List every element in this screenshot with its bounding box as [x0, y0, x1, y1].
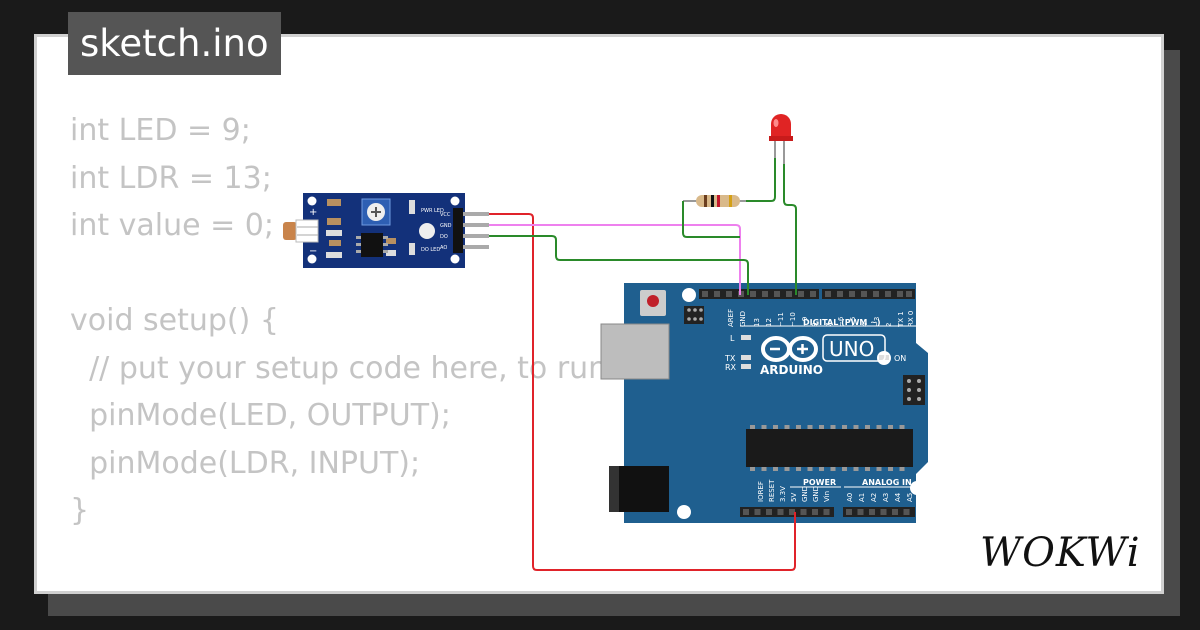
digital-pin-label: ~9: [801, 317, 809, 327]
digital-header-left: [699, 289, 819, 299]
digital-pin-label: ~10: [789, 312, 797, 327]
svg-text:−: −: [309, 246, 317, 257]
power-pin-label: RESET: [768, 479, 776, 502]
digital-header-right: [822, 289, 915, 299]
code-line: pinMode(LDR, INPUT);: [70, 445, 421, 481]
code-line: int LED = 9;: [70, 113, 251, 148]
wires: [489, 158, 797, 571]
digital-pin-label: 13: [753, 318, 761, 327]
analog-label: ANALOG IN: [862, 478, 912, 487]
power-pin-label: 5V: [790, 493, 798, 502]
wire-resistor-gnd[interactable]: [682, 201, 740, 238]
digital-pin-label: 7: [825, 323, 833, 327]
digital-pin-label: 2: [885, 323, 893, 327]
pin-gnd-label: GND: [440, 223, 452, 229]
code-line: void setup() {: [70, 303, 279, 338]
code-line: pinMode(LED, OUTPUT);: [70, 398, 451, 433]
analog-pin-label: A5: [906, 493, 914, 502]
analog-header: [843, 507, 915, 517]
power-pin-label: GND: [812, 486, 820, 502]
wokwi-logo-text: WOKWi: [980, 530, 1141, 576]
preview-card: int LED = 9; int LDR = 13; int value = 0; v…: [34, 34, 1164, 594]
analog-pin-label: A2: [870, 493, 878, 502]
arduino-brand: ARDUINO: [760, 363, 823, 377]
digital-pin-label: AREF: [727, 309, 735, 327]
indicator-leds: L TX RX ON: [724, 334, 906, 372]
digital-pin-label: ~11: [777, 312, 785, 327]
analog-pin-label: A4: [894, 492, 902, 502]
digital-pin-label: ~5: [849, 317, 857, 327]
digital-pin-label: RX 0: [907, 311, 915, 327]
led-on-label: ON: [894, 354, 906, 363]
pin-vcc-label: VCC: [440, 212, 451, 218]
resistor-icon[interactable]: [683, 195, 746, 207]
usb-port-icon: [600, 323, 670, 380]
digital-pin-label: 12: [765, 318, 773, 327]
digital-pin-label: ~6: [837, 316, 845, 327]
led-rx-label: RX: [725, 363, 737, 372]
potentiometer-icon[interactable]: [361, 198, 391, 226]
digital-pin-label: 4: [861, 322, 869, 327]
digital-pin-label: GND: [739, 311, 747, 327]
pin-ao-label: AO: [440, 245, 447, 251]
code-line: void loop() {: [70, 582, 699, 591]
digital-pin-label: 8: [811, 323, 819, 327]
wire-do[interactable]: [489, 235, 749, 295]
power-header: [740, 507, 834, 517]
analog-pin-label: A1: [858, 493, 866, 502]
analog-pin-label: A3: [882, 493, 890, 502]
wire-led-pin9[interactable]: [783, 164, 797, 295]
wire-resistor-led[interactable]: [746, 158, 776, 202]
board-model: UNO: [829, 337, 874, 361]
power-label: POWER: [803, 478, 836, 487]
chip-icon: [746, 429, 913, 467]
ldr-sensor-module[interactable]: + − PWR LED D: [283, 193, 489, 268]
wokwi-logo[interactable]: WOKWi: [980, 530, 1141, 576]
analog-pin-label: A0: [846, 493, 854, 502]
digital-pin-label: TX 1: [897, 311, 905, 328]
pin-do-label: DO: [440, 234, 448, 240]
power-pin-label: Vin: [823, 491, 831, 502]
code-line: int LDR = 13;: [70, 160, 272, 196]
sketch-file-tab[interactable]: sketch.ino: [68, 12, 281, 75]
digital-pin-label: ~3: [873, 317, 881, 327]
led-l-label: L: [730, 334, 735, 343]
code-line: }: [70, 493, 90, 528]
power-pin-label: 3.3V: [779, 486, 787, 502]
wire-gnd[interactable]: [489, 224, 741, 295]
pwr-led-label: PWR LED: [421, 208, 444, 214]
code-line: int value = 0;: [70, 208, 274, 243]
power-pin-label: GND: [801, 486, 809, 502]
arduino-logo-icon: [761, 336, 818, 362]
svg-text:+: +: [309, 207, 317, 218]
led-tx-label: TX: [724, 354, 736, 363]
ldr-sensor-icon: [283, 219, 319, 243]
digital-label: DIGITAL (PWM ~): [803, 318, 881, 327]
led-icon[interactable]: [769, 114, 793, 164]
wire-vcc[interactable]: [489, 213, 796, 571]
do-led-label: DO LED: [421, 247, 440, 253]
power-pin-label: IOREF: [757, 481, 765, 502]
